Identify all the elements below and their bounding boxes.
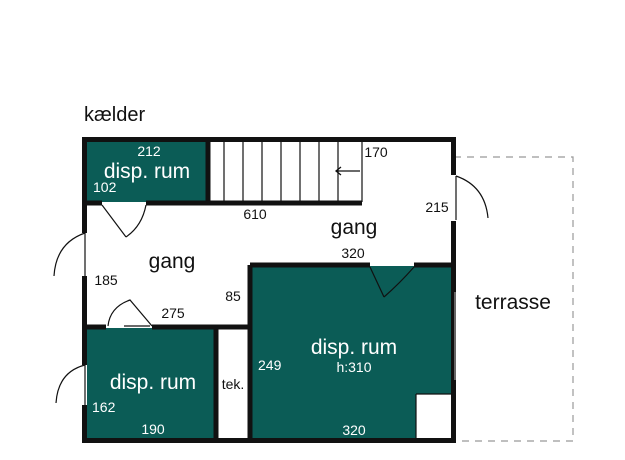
dim-storage-top-left-left: 102 <box>93 179 117 195</box>
floor-title: kælder <box>84 104 146 126</box>
storage-bottom-left-fill <box>87 328 215 440</box>
dim-hall-top-stairs: 610 <box>243 206 267 222</box>
dim-hall-top-top: 170 <box>364 144 388 160</box>
terrace-label: terrasse <box>475 291 551 314</box>
room-name-storage-top-left: disp. rum <box>104 160 190 183</box>
dim-storage-bottom-left-bottom: 190 <box>141 421 165 437</box>
room-name-storage-large: disp. rum <box>311 336 397 359</box>
dim-storage-top-left-top: 212 <box>137 143 161 159</box>
terrace-outline <box>454 156 574 442</box>
outer-wall <box>82 137 456 443</box>
large-room-cutout <box>416 394 452 439</box>
dim-hall-left-bottom: 275 <box>161 305 185 321</box>
dim-storage-large-bottom: 320 <box>342 422 366 438</box>
room-name-technical: tek. <box>222 376 245 392</box>
wall-openings <box>81 175 457 405</box>
room-name-hall-top: gang <box>331 216 378 239</box>
dim-hall-top-bottom: 320 <box>341 245 365 261</box>
dim-storage-bottom-left-left: 162 <box>92 399 116 415</box>
dim-hall-left-left: 185 <box>94 272 118 288</box>
dim-hall-left-right: 85 <box>225 288 241 304</box>
interior-walls <box>84 140 454 441</box>
dim-hall-top-right: 215 <box>425 199 449 215</box>
door-swings <box>53 175 489 405</box>
room-name-hall-left: gang <box>149 250 196 273</box>
stairs-arrow <box>334 166 360 176</box>
storage-top-left-fill <box>85 140 208 202</box>
dim-storage-large-left: 249 <box>258 357 282 373</box>
room-height-storage-large: h:310 <box>336 359 371 375</box>
room-name-storage-bottom-left: disp. rum <box>110 371 196 394</box>
